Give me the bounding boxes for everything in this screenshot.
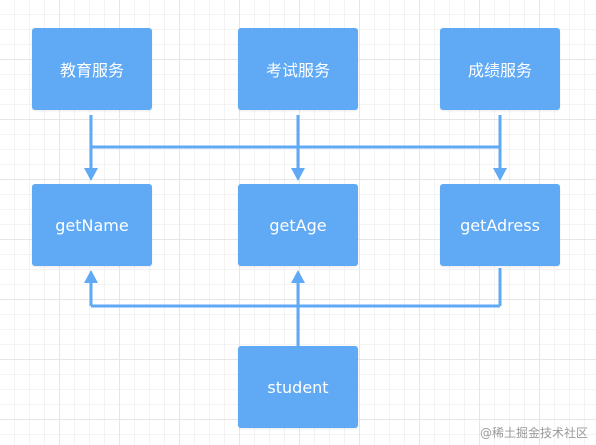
grades-service-label: 成绩服务 <box>467 61 532 80</box>
exam-service-label: 考试服务 <box>265 61 330 80</box>
get-address-label: getAdress <box>460 215 540 235</box>
get-name-node[interactable]: getName <box>32 184 152 266</box>
get-address-node[interactable]: getAdress <box>440 184 560 266</box>
arrowhead-getadress-top <box>493 168 507 181</box>
education-service-node[interactable]: 教育服务 <box>32 28 152 110</box>
exam-service-node[interactable]: 考试服务 <box>238 28 358 110</box>
get-age-node[interactable]: getAge <box>238 184 358 266</box>
watermark: @稀土掘金技术社区 <box>479 426 588 440</box>
education-service-label: 教育服务 <box>59 61 124 80</box>
get-age-label: getAge <box>269 215 327 235</box>
arrowhead-getage-top <box>291 168 305 181</box>
arrowhead-getname-top <box>84 168 98 181</box>
grades-service-node[interactable]: 成绩服务 <box>440 28 560 110</box>
get-name-label: getName <box>55 215 129 235</box>
arrowhead-getage-bottom <box>291 270 305 283</box>
student-node[interactable]: student <box>238 346 358 428</box>
arrowhead-getname-bottom <box>84 270 98 283</box>
student-label: student <box>267 377 329 397</box>
